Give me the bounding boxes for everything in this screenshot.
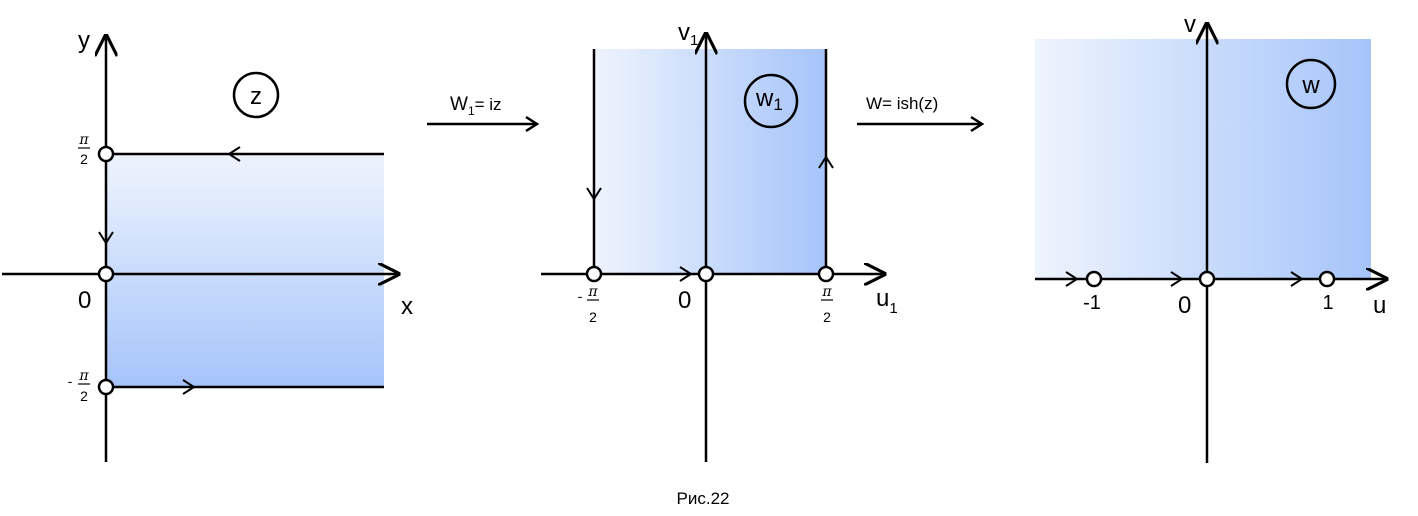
w-origin-label: 0 [1178,292,1191,319]
svg-text:π: π [78,368,89,384]
svg-text:π: π [821,284,832,300]
w1-tick-right-pi-half: π 2 [821,284,833,325]
w1-v-axis-label: v1 [678,19,698,49]
z-tick-bottom-neg-pi-half: - π 2 [68,368,90,404]
mapping-1-label: W1= iz [450,94,502,118]
w1-domain-marker [743,73,799,129]
svg-text:2: 2 [823,309,831,325]
w1-tick-left-neg-pi-half: - π 2 [578,284,599,325]
z-half-strip [106,154,384,387]
z-point-bottom [97,378,115,396]
z-top-direction-arrow [227,146,241,162]
z-point-top [97,145,115,163]
panel-w: v u 0 -1 1 w [1035,11,1386,463]
mapping-2-label: W= ish(z) [866,94,938,113]
panel-z: y x 0 z π 2 - π 2 [2,27,413,462]
mapping-arrow-2: W= ish(z) [857,94,985,133]
w1-domain-label: w1 [755,85,783,114]
svg-text:2: 2 [589,309,597,325]
w-direction-arrow-left [1065,271,1079,287]
z-origin-label: 0 [78,287,91,314]
svg-text:π: π [587,284,598,300]
w-point-one [1318,270,1336,288]
z-bottom-direction-arrow [182,379,196,395]
w-u-axis-label: u [1373,292,1386,319]
w-point-neg-one [1085,270,1103,288]
w-domain-label: w [1301,72,1320,99]
z-domain-marker [232,71,280,119]
z-y-axis-label: y [78,27,90,54]
w1-point-right [817,265,835,283]
w1-half-strip [594,49,826,274]
z-point-origin [97,265,115,283]
w1-point-left [585,265,603,283]
w-tick-one: 1 [1322,292,1333,314]
w-tick-neg-one: -1 [1083,292,1101,314]
w1-left-direction-arrow [586,187,602,201]
z-tick-top-pi-half: π 2 [78,132,90,167]
figure-caption: Рис.22 [677,489,730,508]
svg-text:2: 2 [80,388,88,404]
w-direction-arrow-right [1290,271,1304,287]
w1-u-axis-label: u1 [876,285,898,317]
mapping-arrow-1: W1= iz [427,94,540,133]
w1-bottom-direction-arrow [679,266,693,282]
w-direction-arrow-mid [1170,271,1184,287]
svg-text:π: π [78,132,89,148]
w-v-axis-label: v [1184,11,1196,38]
z-domain-label: z [250,83,262,110]
w1-origin-label: 0 [678,287,691,314]
z-left-direction-arrow [98,231,114,245]
svg-text:-: - [68,373,73,389]
panel-w1: v1 u1 0 w1 - π 2 π 2 [541,19,898,462]
w-upper-half-plane [1035,39,1371,279]
w1-right-direction-arrow [818,155,834,169]
z-x-axis-label: x [401,293,413,320]
svg-text:-: - [578,288,583,304]
svg-text:2: 2 [80,151,88,167]
w1-point-origin [697,265,715,283]
w-domain-marker [1285,58,1337,110]
w-point-origin [1198,270,1216,288]
